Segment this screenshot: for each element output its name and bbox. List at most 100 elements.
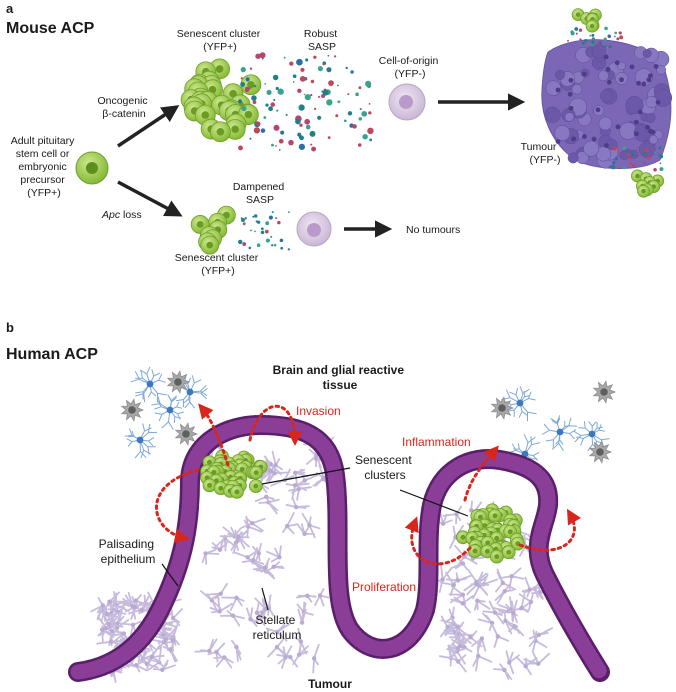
tumour-nucleus <box>568 77 574 83</box>
robust-sasp-dot <box>367 127 374 135</box>
stellate-cell <box>255 602 271 626</box>
robust-sasp-dot <box>317 115 322 120</box>
robust-sasp-dot <box>311 146 317 152</box>
astrocyte <box>541 415 578 451</box>
tumour-sasp-top-dot <box>604 26 608 31</box>
stellate-cell <box>297 608 307 624</box>
robust-sasp-dot <box>297 88 302 94</box>
dampened-sasp-dot <box>279 238 284 243</box>
senescent-b-right-nucleus <box>477 514 483 520</box>
stellate-cell <box>146 644 165 670</box>
robust-sasp-dot <box>310 93 313 97</box>
tumour-sasp-top-dot <box>578 28 583 32</box>
robust-sasp-dot <box>304 118 311 125</box>
pointer-left-cluster <box>261 467 351 485</box>
senescent-b-right-nucleus <box>492 513 498 519</box>
stellate-cell <box>109 632 129 643</box>
stellate-cell <box>257 459 271 479</box>
robust-sasp-dot <box>264 83 267 85</box>
stellate-cell <box>118 620 142 641</box>
stellate-cell <box>243 515 263 537</box>
stellate-cell <box>463 568 488 592</box>
tumour-sasp-bottom-dot <box>627 156 631 159</box>
robust-sasp-dot <box>357 143 362 147</box>
robust-sasp-dot <box>245 77 250 82</box>
dampened-sasp-dot <box>242 242 247 247</box>
tumour-cell <box>645 113 656 124</box>
dampened-sasp-dot <box>244 217 247 220</box>
tumour-sasp-bottom-dot <box>644 148 649 153</box>
dampened-sasp-dot <box>256 243 261 248</box>
stellate-nucleus <box>307 523 312 528</box>
senescent-b-left-nucleus <box>234 489 240 495</box>
stellate-nucleus <box>133 663 139 668</box>
panel-b-letter: b <box>6 320 14 335</box>
dampened-sasp-dot <box>265 238 270 243</box>
robust-sasp-dot <box>299 76 306 82</box>
invasion-label: Invasion <box>296 404 341 418</box>
stem-cell-label: Adult pituitary stem cell or embryonic p… <box>11 135 78 199</box>
tumour-cell <box>554 69 565 80</box>
senescent-b-left-nucleus <box>253 470 259 476</box>
stellate-nucleus <box>528 599 534 605</box>
tumour-cluster-top-nucleus <box>589 23 595 29</box>
stellate-nucleus <box>320 476 326 482</box>
tumour-cluster-bottom-nucleus <box>641 188 646 194</box>
microglia-nucleus <box>596 448 604 456</box>
stellate-nucleus <box>222 655 227 660</box>
robust-sasp-dot <box>336 84 339 87</box>
senescent-clusters-label: Senescent clusters <box>355 453 415 482</box>
stellate-nucleus <box>451 582 456 588</box>
stellate-cell <box>267 450 283 475</box>
stellate-cell <box>194 638 218 653</box>
stellate-nucleus <box>511 610 516 616</box>
senescent-bottom-nucleus <box>196 221 204 228</box>
stellate-cell <box>264 561 285 574</box>
stellate-cell <box>254 597 267 620</box>
tumour-cell <box>598 116 613 131</box>
stellate-nucleus <box>475 598 480 603</box>
robust-sasp-dot <box>345 66 348 70</box>
stellate-cell <box>456 632 468 647</box>
stellate-cell <box>151 627 177 652</box>
stellate-label: Stellate reticulum <box>253 613 302 642</box>
stellate-nucleus <box>149 654 155 660</box>
proliferation-label: Proliferation <box>352 580 416 594</box>
stellate-nucleus <box>454 511 459 517</box>
robust-sasp-dot <box>358 86 362 90</box>
cell-of-origin <box>388 83 426 121</box>
stellate-nucleus <box>254 610 260 615</box>
tumour-sasp-top-dot <box>603 37 607 41</box>
tumour-cell <box>591 44 607 59</box>
dampened-sasp-dot <box>277 220 281 225</box>
stellate-nucleus <box>262 565 268 571</box>
stellate-nucleus <box>503 618 508 623</box>
stellate-cell <box>297 468 320 487</box>
astrocyte <box>124 423 158 459</box>
stellate-nucleus <box>468 635 473 640</box>
robust-sasp-dot <box>298 143 305 150</box>
stellate-cell <box>448 585 467 605</box>
robust-sasp-dot <box>280 130 285 135</box>
tumour-nucleus <box>648 73 653 79</box>
stellate-nucleus <box>455 624 460 629</box>
senescent-cluster-right <box>455 503 525 564</box>
stellate-nucleus <box>500 580 506 586</box>
stellate-nucleus <box>283 655 288 660</box>
stellate-cell <box>285 482 310 500</box>
robust-sasp-dot <box>270 102 276 107</box>
dampened-sasp-dot <box>273 243 277 247</box>
stellate-cell <box>454 544 478 568</box>
senescent-top-label: Senescent cluster (YFP+) <box>177 28 263 53</box>
tumour-sasp-bottom-dot <box>636 152 639 155</box>
robust-sasp-dot <box>254 85 257 88</box>
stellate-nucleus <box>317 593 323 598</box>
stellate-nucleus <box>248 617 253 622</box>
stellate-nucleus <box>457 643 463 649</box>
stellate-nucleus <box>296 652 302 657</box>
stellate-nucleus <box>163 637 169 642</box>
robust-sasp-dot <box>310 143 313 146</box>
robust-sasp-dot <box>278 138 284 144</box>
stellate-cell <box>277 645 293 669</box>
robust-sasp-dot <box>276 109 279 112</box>
